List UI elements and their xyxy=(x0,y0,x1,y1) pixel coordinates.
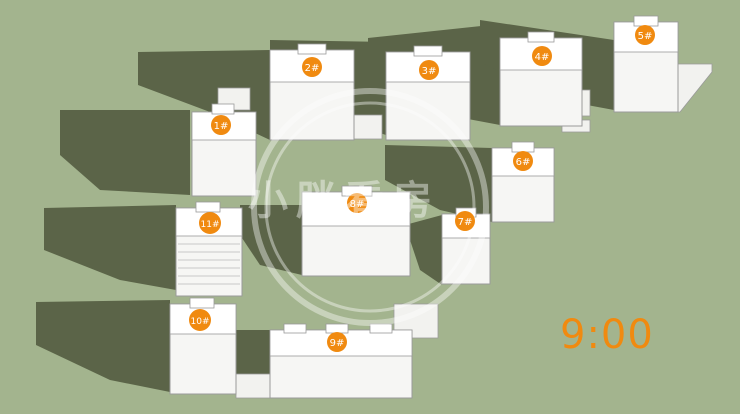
svg-text:5#: 5# xyxy=(638,31,653,42)
shadow-building-8 xyxy=(240,205,302,275)
podium-block xyxy=(393,303,439,339)
building-label-9: 9# xyxy=(327,332,347,352)
building-label-7: 7# xyxy=(455,211,475,231)
time-of-day-label: 9:00 xyxy=(560,312,654,358)
shadow-building-7 xyxy=(405,215,442,285)
shadow-building-11 xyxy=(44,205,176,290)
watermark-text: 小胖看房 xyxy=(248,178,440,224)
svg-text:8#: 8# xyxy=(350,199,365,210)
svg-text:7#: 7# xyxy=(458,217,473,228)
building-label-3: 3# xyxy=(419,60,439,80)
building-label-4: 4# xyxy=(532,46,552,66)
svg-text:11#: 11# xyxy=(201,220,220,230)
svg-text:9#: 9# xyxy=(330,338,345,349)
building-label-1: 1# xyxy=(211,115,231,135)
building-1 xyxy=(191,103,257,197)
building-label-6: 6# xyxy=(513,151,533,171)
building-label-8: 8# xyxy=(347,193,367,213)
watermark-ring-outer xyxy=(251,88,489,326)
svg-text:1#: 1# xyxy=(214,121,229,132)
svg-text:3#: 3# xyxy=(422,66,437,77)
watermark-logo xyxy=(251,88,489,326)
svg-text:6#: 6# xyxy=(516,157,531,168)
svg-text:2#: 2# xyxy=(305,63,320,74)
building-label-10: 10# xyxy=(189,309,211,331)
label-badges: 1# 2# 3# 4# 5# 6# 7# 8# xyxy=(189,25,655,352)
building-label-11: 11# xyxy=(199,212,221,234)
podium-block xyxy=(351,114,383,140)
watermark-ring-inner xyxy=(264,101,476,313)
shadow-building-6 xyxy=(385,145,492,222)
buildings-layer xyxy=(169,15,679,399)
shadow-building-10 xyxy=(36,300,170,392)
svg-text:10#: 10# xyxy=(191,317,210,327)
shadow-building-1 xyxy=(60,110,190,195)
svg-text:4#: 4# xyxy=(535,52,550,63)
podium-block xyxy=(235,373,271,399)
building-label-2: 2# xyxy=(302,57,322,77)
building-label-5: 5# xyxy=(635,25,655,45)
